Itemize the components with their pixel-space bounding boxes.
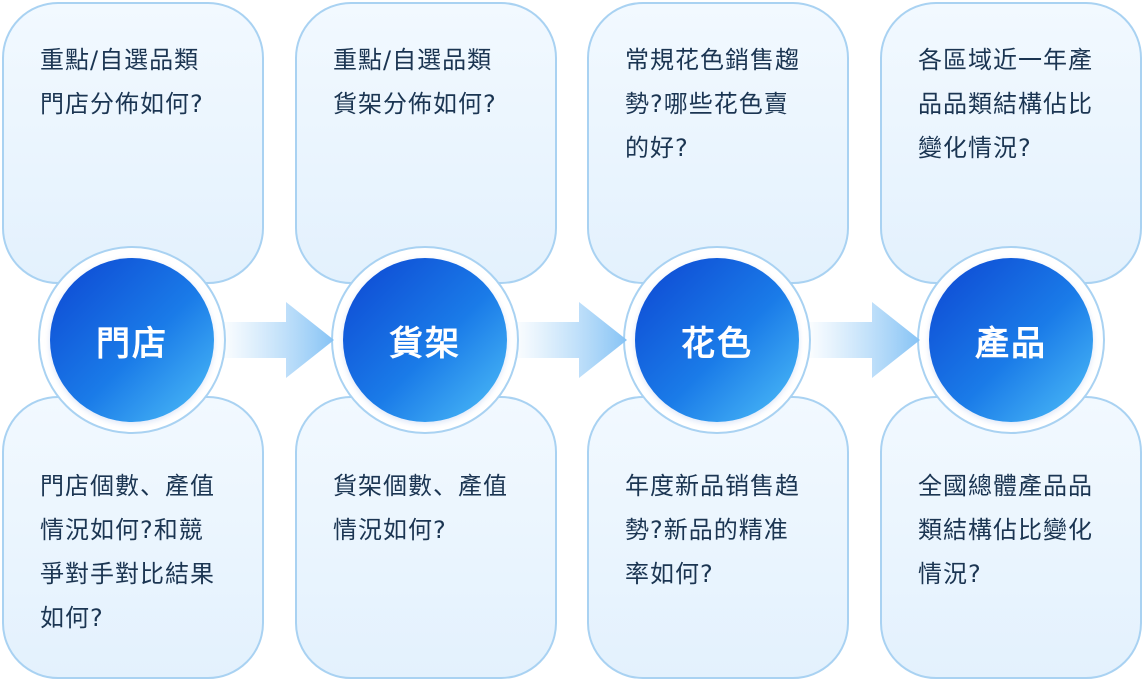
shelf-bottom-question: 貨架個數、產值 情況如何?	[333, 472, 508, 544]
flow-arrow-icon	[511, 302, 627, 378]
shelf-node-label: 貨架	[389, 323, 461, 364]
flow-arrow-icon	[218, 302, 334, 378]
pattern-node: 花色	[635, 258, 799, 422]
store-question-card-top: 重點/自選品類 門店分佈如何?	[2, 2, 264, 284]
product-node-label: 產品	[975, 323, 1047, 364]
store-node: 門店	[50, 258, 214, 422]
product-top-question: 各區域近一年產 品品類結構佔比 變化情況?	[918, 46, 1093, 162]
store-question-card-bottom: 門店個數、產值 情況如何?和競 爭對手對比結果 如何?	[2, 396, 264, 679]
shelf-question-card-top: 重點/自選品類 貨架分佈如何?	[295, 2, 557, 284]
store-bottom-question: 門店個數、產值 情況如何?和競 爭對手對比結果 如何?	[40, 472, 215, 632]
flow-arrow-icon	[804, 302, 920, 378]
store-top-question: 重點/自選品類 門店分佈如何?	[40, 46, 204, 118]
pattern-question-card-bottom: 年度新品销售趋 勢?新品的精准 率如何?	[587, 396, 849, 679]
pattern-bottom-question: 年度新品销售趋 勢?新品的精准 率如何?	[625, 472, 800, 588]
shelf-question-card-bottom: 貨架個數、產值 情況如何?	[295, 396, 557, 679]
pattern-node-label: 花色	[681, 323, 753, 364]
store-node-label: 門店	[96, 323, 168, 364]
product-bottom-question: 全國總體產品品 類結構佔比變化 情況?	[918, 472, 1093, 588]
product-node: 產品	[929, 258, 1093, 422]
pattern-question-card-top: 常規花色銷售趨 勢?哪些花色賣 的好?	[587, 2, 849, 284]
product-question-card-top: 各區域近一年產 品品類結構佔比 變化情況?	[880, 2, 1142, 284]
shelf-node: 貨架	[343, 258, 507, 422]
pattern-top-question: 常規花色銷售趨 勢?哪些花色賣 的好?	[625, 46, 800, 162]
shelf-top-question: 重點/自選品類 貨架分佈如何?	[333, 46, 497, 118]
product-question-card-bottom: 全國總體產品品 類結構佔比變化 情況?	[880, 396, 1142, 679]
